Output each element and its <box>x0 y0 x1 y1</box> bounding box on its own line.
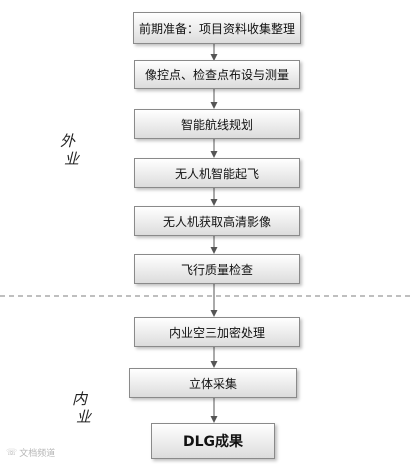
office-work-char-2: 业 <box>76 408 92 426</box>
phone-logo-icon: ☏ <box>6 447 18 458</box>
step-7-box: 内业空三加密处理 <box>134 317 300 347</box>
step-1-label: 前期准备：项目资料收集整理 <box>138 21 295 36</box>
step-3-box: 智能航线规划 <box>134 109 300 139</box>
field-work-char-2: 业 <box>64 150 80 168</box>
step-7-label: 内业空三加密处理 <box>168 325 265 340</box>
step-9-label: DLG成果 <box>182 434 244 450</box>
field-work-char-1: 外 <box>60 132 76 150</box>
step-8-label: 立体采集 <box>188 376 237 391</box>
step-5-box: 无人机获取高清影像 <box>134 206 300 236</box>
step-5-label: 无人机获取高清影像 <box>162 214 271 229</box>
step-6-label: 飞行质量检查 <box>180 262 253 277</box>
watermark: ☏ 文档频道 <box>6 446 56 460</box>
step-4-label: 无人机智能起飞 <box>174 166 259 181</box>
step-3-label: 智能航线规划 <box>180 117 253 132</box>
watermark-text: 文档频道 <box>19 449 56 459</box>
office-work-label: 内 业 <box>72 390 91 426</box>
field-work-label: 外 业 <box>60 132 79 168</box>
step-1-box: 前期准备：项目资料收集整理 <box>133 12 301 44</box>
step-8-box: 立体采集 <box>129 368 297 398</box>
step-4-box: 无人机智能起飞 <box>134 158 300 188</box>
step-6-box: 飞行质量检查 <box>134 254 300 284</box>
step-2-label: 像控点、检查点布设与测量 <box>144 68 289 82</box>
office-work-char-1: 内 <box>72 390 88 408</box>
step-2-box: 像控点、检查点布设与测量 <box>134 60 300 89</box>
step-9-box: DLG成果 <box>151 423 275 459</box>
